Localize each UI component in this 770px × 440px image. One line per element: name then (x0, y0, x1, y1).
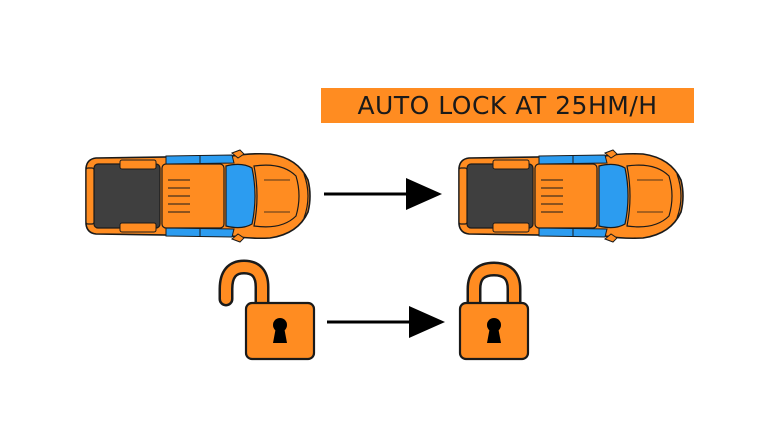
padlock-closed-icon (456, 261, 532, 363)
arrow-right-icon (325, 302, 447, 342)
arrow-right-icon (322, 174, 444, 214)
auto-lock-banner: AUTO LOCK AT 25HM/H (321, 88, 694, 123)
pickup-truck-top-view-icon (82, 149, 314, 243)
padlock-open-icon (212, 259, 320, 363)
pickup-truck-top-view-icon (455, 149, 687, 243)
